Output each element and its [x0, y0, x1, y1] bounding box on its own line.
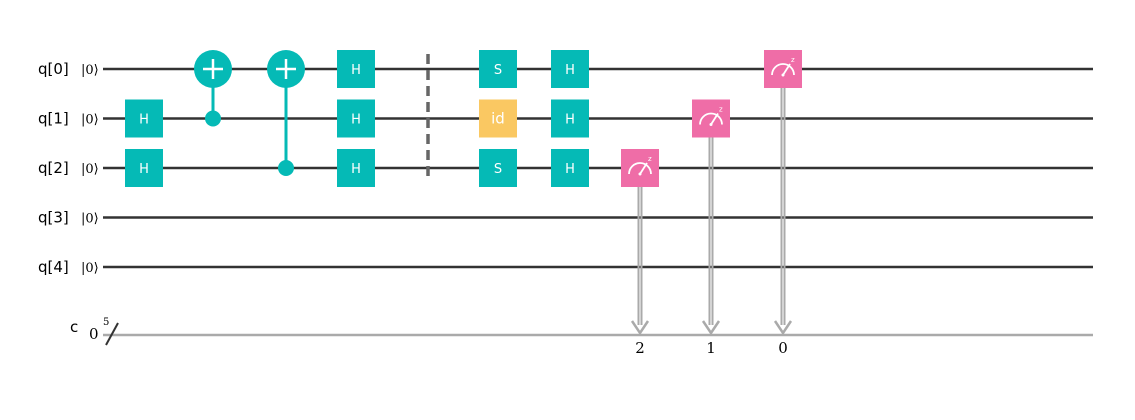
measure-gate: z2	[621, 149, 659, 357]
cnot-control-dot	[278, 160, 294, 176]
gate-box	[479, 50, 517, 88]
measure-gate: z0	[764, 50, 802, 357]
gate-label: H	[565, 113, 575, 128]
gate-label: H	[565, 162, 575, 177]
qubit-label: q[2]	[38, 159, 69, 177]
meter-icon: z	[771, 56, 795, 77]
gate-box	[337, 50, 375, 88]
meter-z-label: z	[791, 56, 795, 64]
gate-h: H	[125, 149, 163, 187]
measure-bit-index: 0	[778, 339, 788, 357]
measure-arrowhead	[630, 320, 650, 336]
classical-label: c	[70, 318, 78, 336]
gate-h: H	[337, 99, 375, 138]
meter-pivot	[781, 73, 785, 77]
gate-box	[337, 149, 375, 187]
classical-init-value: 0	[89, 325, 99, 343]
cnot-control-dot	[205, 110, 221, 127]
gate-s: S	[479, 149, 517, 187]
meter-pivot	[638, 172, 642, 176]
gate-h: H	[551, 99, 589, 138]
meter-needle	[782, 63, 791, 76]
measure-box	[764, 50, 802, 88]
measure-box	[692, 99, 730, 138]
gate-box	[337, 99, 375, 138]
qubit-init-state: |0⟩	[81, 261, 99, 276]
meter-needle	[710, 113, 719, 125]
qubit-init-state: |0⟩	[81, 162, 99, 177]
classical-bundle-slash	[105, 322, 119, 346]
measure-gate: z1	[692, 99, 730, 357]
gate-label: H	[351, 162, 361, 177]
gate-label: H	[351, 63, 361, 78]
gate-label: H	[565, 63, 575, 78]
gate-box	[551, 99, 589, 138]
gate-box	[479, 149, 517, 187]
gate-label: H	[139, 162, 149, 177]
qubit-init-state: |0⟩	[81, 212, 99, 227]
gate-box	[479, 99, 517, 138]
gate-label: S	[494, 63, 502, 78]
gate-box	[125, 149, 163, 187]
qubit-init-state: |0⟩	[81, 113, 99, 128]
qubit-label: q[3]	[38, 209, 69, 227]
measure-arrowhead	[773, 320, 793, 336]
gate-h: H	[337, 149, 375, 187]
classical-register-width: 5	[103, 317, 109, 328]
meter-pivot	[709, 123, 713, 126]
measure-bit-index: 1	[706, 339, 716, 357]
gate-box	[125, 99, 163, 138]
qubit-label: q[1]	[38, 110, 69, 128]
qubit-label: q[0]	[38, 60, 69, 78]
qubit-label: q[4]	[38, 258, 69, 276]
meter-needle	[639, 162, 648, 175]
meter-z-label: z	[648, 155, 652, 163]
gate-h: H	[337, 50, 375, 88]
gate-h: H	[125, 99, 163, 138]
gate-h: H	[551, 149, 589, 187]
meter-icon: z	[699, 106, 723, 126]
measure-bit-index: 2	[635, 339, 645, 357]
gate-box	[551, 149, 589, 187]
gate-s: S	[479, 50, 517, 88]
meter-arc	[628, 162, 652, 175]
measure-box	[621, 149, 659, 187]
gate-label: S	[494, 162, 502, 177]
cnot-gate	[267, 50, 305, 176]
gate-label: H	[351, 113, 361, 128]
meter-icon: z	[628, 155, 652, 176]
gate-id: id	[479, 99, 517, 138]
measure-arrowhead	[701, 320, 721, 336]
gate-label: id	[491, 110, 505, 128]
gate-box	[551, 50, 589, 88]
gate-label: H	[139, 113, 149, 128]
gate-h: H	[551, 50, 589, 88]
cnot-gate	[194, 50, 232, 127]
wires-layer	[103, 67, 1093, 346]
meter-arc	[699, 112, 723, 125]
qubit-init-state: |0⟩	[81, 63, 99, 78]
meter-arc	[771, 63, 795, 76]
meter-z-label: z	[719, 106, 723, 114]
